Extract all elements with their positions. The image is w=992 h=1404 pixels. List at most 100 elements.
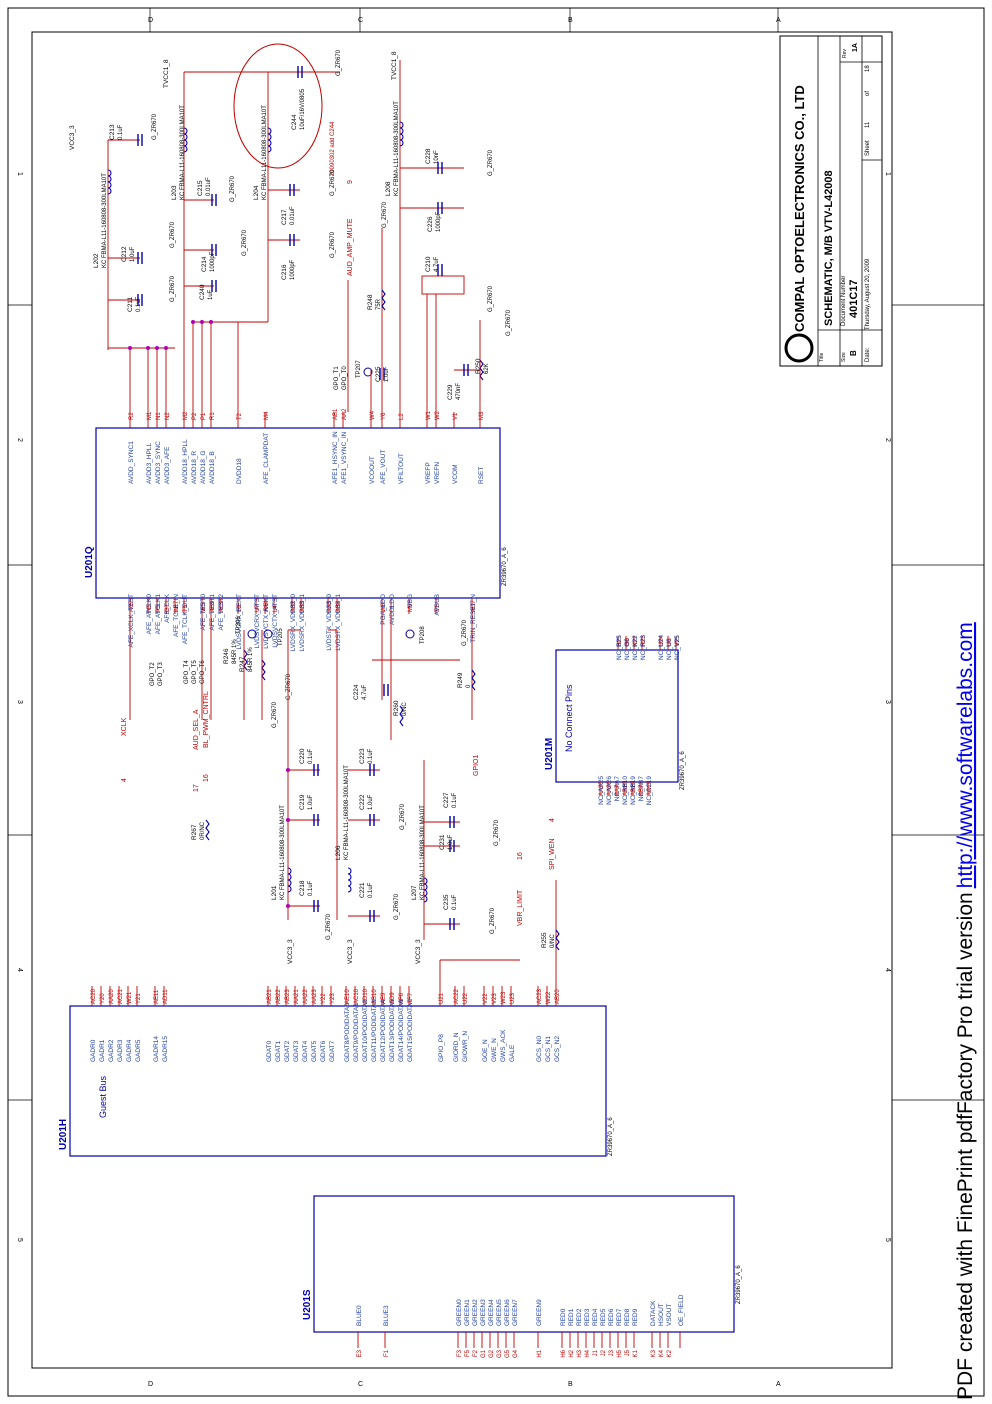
u201h-pin-name: GADR4 (126, 1039, 133, 1062)
component-ref: R250 (475, 358, 482, 374)
component-ref: R248 (367, 294, 374, 310)
resistor-zigzag (555, 929, 560, 951)
gnd-label: G_ZR670 (494, 819, 500, 846)
u201h-pin-number: Y20 (100, 993, 106, 1004)
component-ref: C217 (281, 209, 288, 225)
inductor-coil (287, 867, 292, 893)
resistor-zigzag (261, 659, 266, 681)
u201q-pin-name: AVDD18_G (200, 451, 207, 484)
u201q-pin-number: AB9 (210, 600, 216, 612)
u201q-pin-number: V1 (453, 412, 459, 420)
schematic-title: SCHEMATIC, M/B VTV-L42008 (823, 170, 835, 326)
gnd-label: G_ZR670 (382, 201, 388, 228)
u201q-pin-name: AVDD18_B (209, 451, 216, 484)
u201m-pin-name: NC_AB10 (622, 776, 629, 805)
u201h-pin-name: GADR1 (99, 1039, 106, 1062)
u201h-pin-number: AA23 (312, 989, 318, 1004)
frame-number-right: 4 (884, 968, 891, 972)
u201q-pin-name: AFE_CLK (164, 593, 171, 623)
u201q-pin-name: AFE_TEST0 (200, 594, 207, 631)
footer-link[interactable]: http://www.softwarelabs.com (954, 622, 977, 888)
testpoint-label: TP207 (356, 360, 362, 378)
component-ref: L207 (411, 885, 418, 900)
testpoint-tp207[interactable] (363, 367, 373, 377)
footer-prefix: PDF created with FinePrint pdfFactory Pr… (954, 892, 977, 1400)
u201q-pin-name: AVDD18_HPLL (182, 439, 189, 484)
u201q-pin-number: R1 (210, 412, 216, 420)
net-tvcc1_8: TVCC1_8 (163, 59, 170, 88)
u201s-pin-number: F3 (457, 1349, 463, 1357)
inductor-coil (267, 127, 272, 153)
u201h-pin-number: AA22 (303, 989, 309, 1004)
resistor-zigzag (243, 649, 248, 671)
component-ref: C211 (127, 297, 134, 312)
c210-box (421, 275, 465, 295)
docnum-label: Document Number (841, 276, 847, 326)
title-block (779, 35, 883, 367)
net-ref: 4 (549, 818, 556, 822)
testpoint-tp206[interactable] (247, 629, 257, 639)
component-value: 0/NC (550, 934, 556, 948)
u201h-pin-name: GADR15 (162, 1036, 169, 1062)
u201m-pin-name: NC_B25 (616, 635, 623, 660)
frame-number-left: 5 (16, 1238, 23, 1242)
u201q-pin-name: VBG (407, 594, 414, 608)
u201h-pin-name: GDAT10/PODIDATA2 (362, 999, 369, 1062)
gnd-label: G_ZR670 (330, 231, 336, 258)
component-ref: L206 (335, 845, 342, 860)
component-ref: C224 (353, 684, 360, 700)
u201s-pin-name: DATACK (650, 1300, 657, 1326)
u201s-pin-name: GREEN4 (488, 1299, 495, 1326)
u201h-pin-name: GALE (509, 1044, 516, 1062)
outer-border (7, 7, 985, 1397)
testpoint-tp208[interactable] (405, 629, 415, 639)
u201q-pin-number: AB3 (300, 600, 306, 612)
testpoint-tp205[interactable] (263, 629, 273, 639)
frame-number-right: 2 (884, 438, 891, 442)
u201s-pin-number: G3 (497, 1349, 503, 1358)
size-value: B (849, 350, 858, 356)
u201h-pin-number: AC20 (91, 988, 97, 1004)
component-ref: L203 (171, 185, 178, 200)
u201h-body (69, 1005, 607, 1157)
component-ref: C212 (121, 246, 128, 262)
frame-number-left: 1 (16, 172, 23, 176)
net-gpo-t1: GPO_T1 (334, 366, 340, 390)
net-gpo-t3: GPO_T3 (158, 662, 164, 686)
net-gpo-t4: GPO_T4 (184, 660, 190, 684)
u201h-pin-number: AB20 (555, 989, 561, 1004)
resistor-zigzag (471, 669, 476, 691)
u201m-pin-name: NC_U6 (666, 638, 673, 660)
u201s-pin-number: K3 (651, 1349, 657, 1357)
component-value: 62K (484, 363, 490, 374)
net-bl-pwm-cntrl: BL_PWM_CNTRL (203, 691, 210, 748)
component-ref: R255 (541, 932, 548, 948)
net-gpo-t5: GPO_T5 (192, 660, 198, 684)
net-ref: 16 (203, 774, 210, 782)
gnd-label: G_ZR670 (170, 275, 176, 302)
component-ref: L208 (385, 181, 392, 196)
docnum-value: 401C17 (848, 279, 860, 318)
u201q-pin-number: M4 (264, 411, 270, 420)
component-ref: C222 (359, 794, 366, 810)
u201q-ref: U201Q (84, 546, 95, 578)
u201s-pin-number: F1 (384, 1349, 390, 1357)
inductor-coil (183, 127, 188, 153)
component-ref: C228 (425, 148, 432, 164)
u201q-pin-name: AFE_TEST1 (209, 594, 216, 631)
u201s-pin-name: BLUE3 (383, 1305, 390, 1326)
u201q-pin-number: AC7 (129, 600, 135, 612)
net-gpo-t6: GPO_T6 (200, 660, 206, 684)
u201h-pin-number: AC10 (354, 988, 360, 1004)
u201h-pin-name: GDAT7 (329, 1040, 336, 1062)
u201s-pin-name: RED5 (600, 1308, 607, 1326)
